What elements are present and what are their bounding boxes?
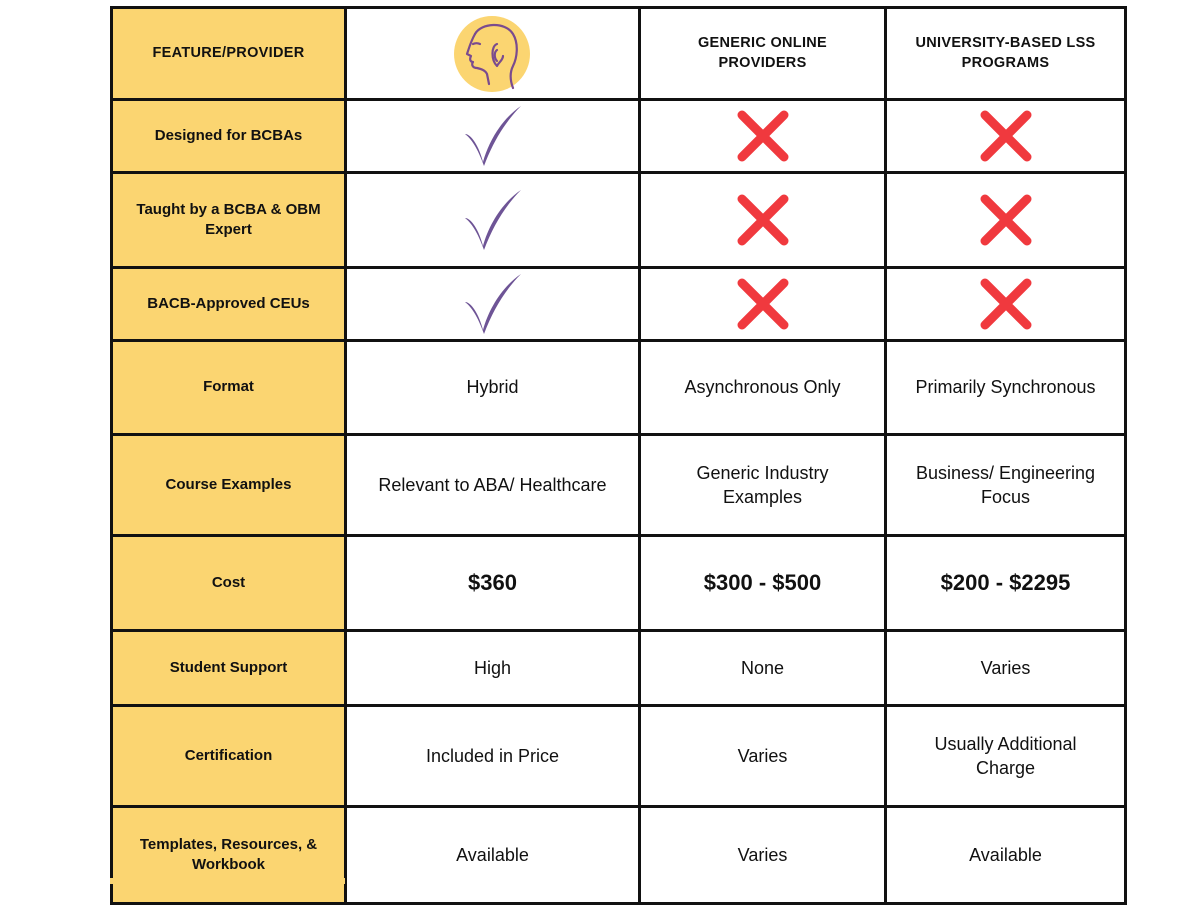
- value-cell: Usually Additional Charge: [884, 704, 1127, 808]
- value-cell: $360: [344, 534, 641, 632]
- table-row: BACB-Approved CEUs: [110, 266, 1127, 342]
- feature-label: Student Support: [110, 629, 347, 707]
- value-cell: Varies: [884, 629, 1127, 707]
- value-cell: Varies: [638, 704, 887, 808]
- feature-label: Designed for BCBAs: [110, 98, 347, 174]
- value-cell: Varies: [638, 805, 887, 905]
- value-cell: Available: [884, 805, 1127, 905]
- value-cell: Business/ Engineering Focus: [884, 433, 1127, 537]
- cross-icon: [884, 98, 1127, 174]
- head-profile-icon: [453, 15, 530, 92]
- comparison-table: FEATURE/PROVIDER GENERIC ONLINE PROVIDER…: [110, 6, 1127, 905]
- provider-logo-cell: [344, 6, 641, 101]
- label-column-tail: [110, 878, 345, 884]
- feature-label: Taught by a BCBA & OBM Expert: [110, 171, 347, 269]
- feature-label: Templates, Resources, & Workbook: [110, 805, 347, 905]
- table-row: Taught by a BCBA & OBM Expert: [110, 171, 1127, 269]
- cross-icon: [638, 266, 887, 342]
- check-icon: [344, 171, 641, 269]
- value-cell: $300 - $500: [638, 534, 887, 632]
- table-row: Cost$360$300 - $500$200 - $2295: [110, 534, 1127, 632]
- generic-online-providers-header: GENERIC ONLINE PROVIDERS: [638, 6, 887, 101]
- cross-icon: [638, 171, 887, 269]
- value-cell: Included in Price: [344, 704, 641, 808]
- value-cell: $200 - $2295: [884, 534, 1127, 632]
- value-cell: Primarily Synchronous: [884, 339, 1127, 436]
- feature-label: BACB-Approved CEUs: [110, 266, 347, 342]
- value-cell: None: [638, 629, 887, 707]
- feature-label: Format: [110, 339, 347, 436]
- value-cell: Asynchronous Only: [638, 339, 887, 436]
- value-cell: Available: [344, 805, 641, 905]
- feature-label: Cost: [110, 534, 347, 632]
- header-row: FEATURE/PROVIDER GENERIC ONLINE PROVIDER…: [110, 6, 1127, 101]
- university-lss-programs-header: UNIVERSITY-BASED LSS PROGRAMS: [884, 6, 1127, 101]
- value-cell: Hybrid: [344, 339, 641, 436]
- value-cell: Relevant to ABA/ Healthcare: [344, 433, 641, 537]
- feature-label: Course Examples: [110, 433, 347, 537]
- cross-icon: [884, 171, 1127, 269]
- check-icon: [344, 266, 641, 342]
- check-icon: [344, 98, 641, 174]
- feature-label: Certification: [110, 704, 347, 808]
- feature-provider-header: FEATURE/PROVIDER: [110, 6, 347, 101]
- table-row: Designed for BCBAs: [110, 98, 1127, 174]
- value-cell: High: [344, 629, 641, 707]
- cross-icon: [884, 266, 1127, 342]
- cross-icon: [638, 98, 887, 174]
- value-cell: Generic Industry Examples: [638, 433, 887, 537]
